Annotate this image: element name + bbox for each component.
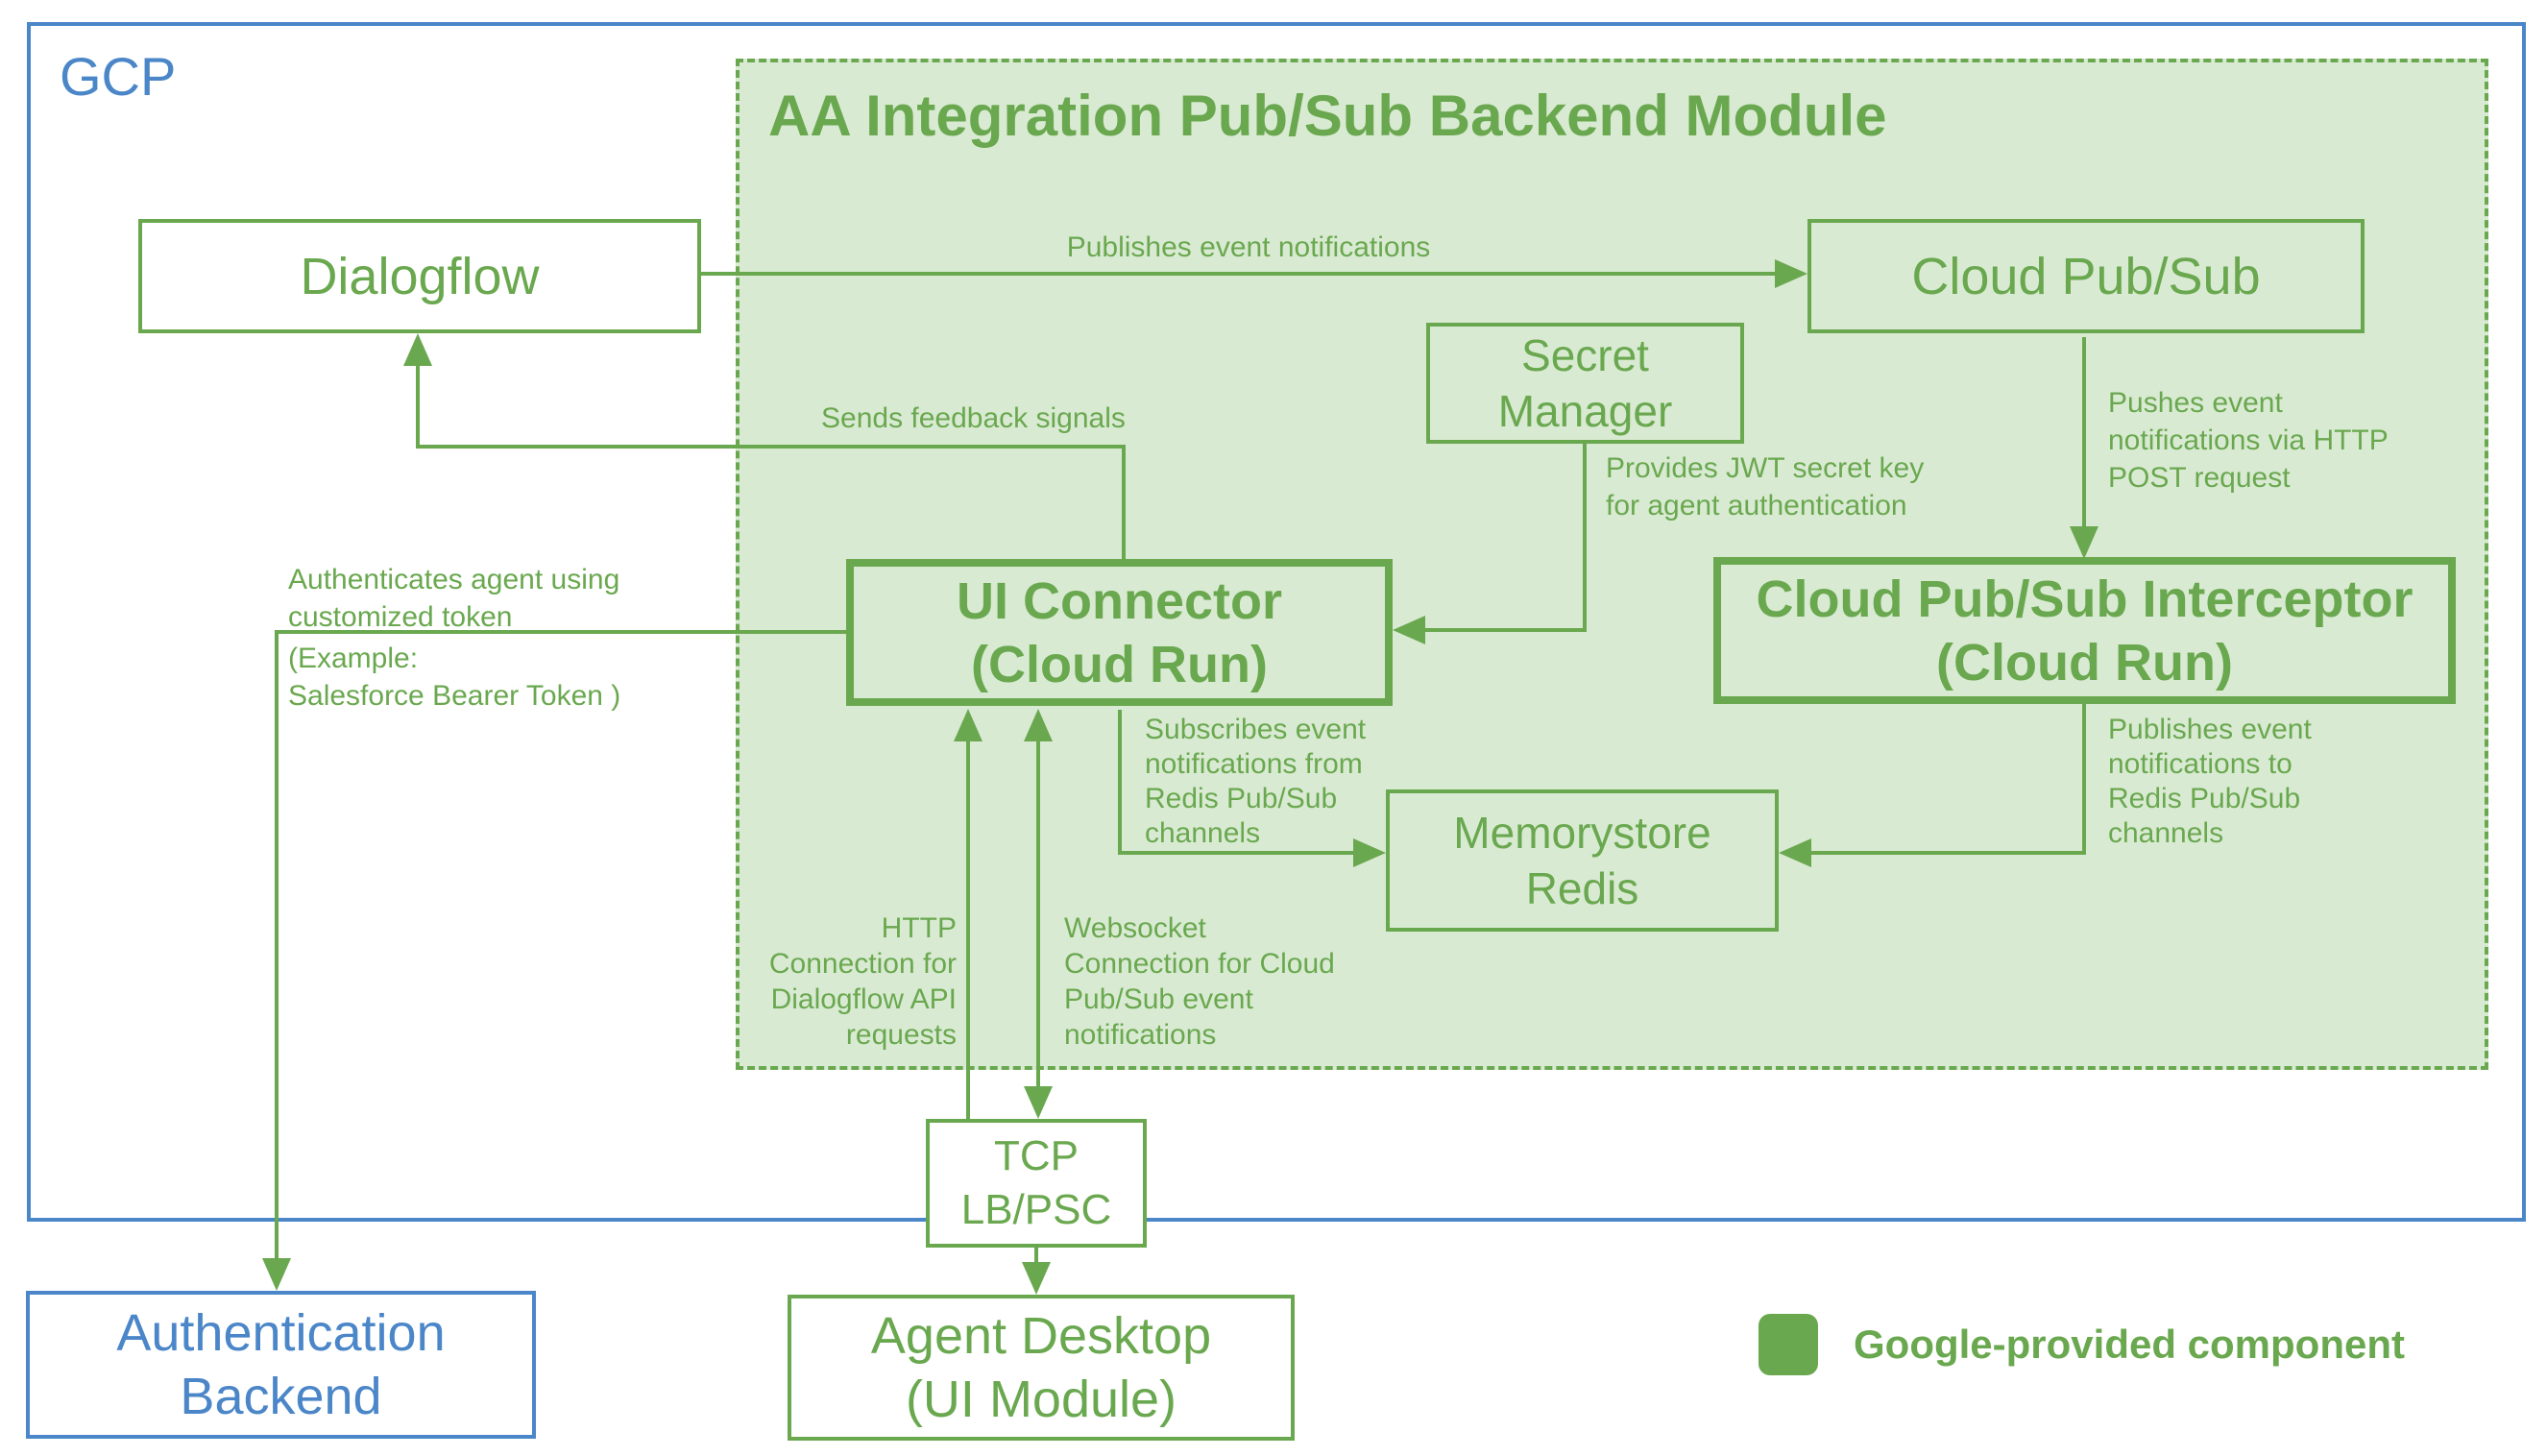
secret-manager-label: Secret Manager: [1497, 330, 1673, 436]
edge-provides-jwt-vline: [1583, 444, 1587, 632]
node-secret-manager: Secret Manager: [1426, 323, 1744, 444]
arrowhead-into-agent-desktop: [1022, 1262, 1051, 1295]
node-cloud-pubsub: Cloud Pub/Sub: [1807, 219, 2365, 333]
module-title: AA Integration Pub/Sub Backend Module: [768, 84, 1887, 148]
edge-pushes-line: [2082, 337, 2086, 526]
arrowhead-into-dialogflow: [403, 333, 432, 366]
arrowhead-into-memorystore-left: [1353, 838, 1386, 867]
auth-backend-label: Authentication Backend: [116, 1304, 446, 1425]
edge-feedback-vline-left: [416, 364, 420, 449]
gcp-label: GCP: [60, 46, 177, 107]
edge-publishes-redis-label: Publishes event notifications to Redis P…: [2108, 714, 2312, 849]
node-agent-desktop: Agent Desktop (UI Module): [788, 1295, 1295, 1441]
edge-provides-jwt-hline: [1425, 628, 1587, 632]
edge-provides-jwt-label: Provides JWT secret key for agent authen…: [1606, 452, 1925, 522]
node-tcp-lb-psc: TCP LB/PSC: [926, 1119, 1147, 1248]
node-authentication-backend: Authentication Backend: [26, 1291, 536, 1439]
arrowhead-into-ui-connector-right: [1393, 616, 1425, 644]
edge-auth-token-label-bottom: (Example: Salesforce Bearer Token ): [288, 643, 621, 712]
ui-connector-label: UI Connector (Cloud Run): [956, 571, 1282, 693]
edge-publishes-redis-vline: [2082, 704, 2086, 855]
node-dialogflow: Dialogflow: [138, 219, 701, 333]
cloud-pubsub-label: Cloud Pub/Sub: [1911, 247, 2261, 305]
edge-auth-token-label-top: Authenticates agent using customized tok…: [288, 564, 620, 633]
arrowhead-websocket-into-tcp: [1024, 1086, 1053, 1119]
edge-subscribes-label: Subscribes event notifications from Redi…: [1145, 714, 1367, 849]
edge-websocket-line: [1036, 740, 1040, 1086]
edge-tcp-to-agent-line: [1034, 1248, 1038, 1264]
interceptor-label: Cloud Pub/Sub Interceptor (Cloud Run): [1756, 570, 2414, 692]
arrowhead-into-auth-backend: [262, 1258, 291, 1291]
arrowhead-into-interceptor: [2070, 526, 2098, 559]
gcp-boundary-box: [27, 22, 2526, 1222]
edge-publishes-label: Publishes event notifications: [1066, 231, 1431, 263]
edge-feedback-vline-right: [1122, 445, 1126, 559]
tcp-lb-psc-label: TCP LB/PSC: [960, 1132, 1112, 1233]
edge-pushes-label: Pushes event notifications via HTTP POST…: [2108, 387, 2389, 494]
memorystore-label: Memorystore Redis: [1453, 808, 1711, 913]
edge-publishes-redis-hline: [1811, 851, 2086, 855]
node-cloud-pubsub-interceptor: Cloud Pub/Sub Interceptor (Cloud Run): [1713, 557, 2456, 704]
edge-feedback-label: Sends feedback signals: [821, 402, 1126, 434]
edge-feedback-hline: [418, 445, 1126, 449]
edge-subscribes-hline: [1118, 851, 1353, 855]
edge-http-line: [966, 740, 970, 1119]
edge-websocket-label: Websocket Connection for Cloud Pub/Sub e…: [1064, 912, 1335, 1051]
edge-auth-token-vline: [275, 630, 279, 1258]
legend-google-component-swatch: [1759, 1314, 1818, 1375]
edge-auth-token-hline: [275, 630, 847, 634]
arrowhead-into-cloud-pubsub: [1775, 259, 1807, 288]
node-memorystore-redis: Memorystore Redis: [1386, 789, 1779, 932]
node-ui-connector: UI Connector (Cloud Run): [846, 559, 1393, 706]
edge-subscribes-vline: [1118, 710, 1122, 855]
arrowhead-http-into-ui-connector: [954, 709, 982, 741]
edge-http-label: HTTP Connection for Dialogflow API reque…: [768, 912, 957, 1051]
arrowhead-websocket-into-ui-connector: [1024, 709, 1053, 741]
arrowhead-into-memorystore-right: [1779, 838, 1811, 867]
dialogflow-label: Dialogflow: [300, 247, 540, 305]
legend-google-component-label: Google-provided component: [1854, 1322, 2405, 1367]
agent-desktop-label: Agent Desktop (UI Module): [870, 1307, 1212, 1428]
edge-publishes-line: [701, 272, 1775, 276]
